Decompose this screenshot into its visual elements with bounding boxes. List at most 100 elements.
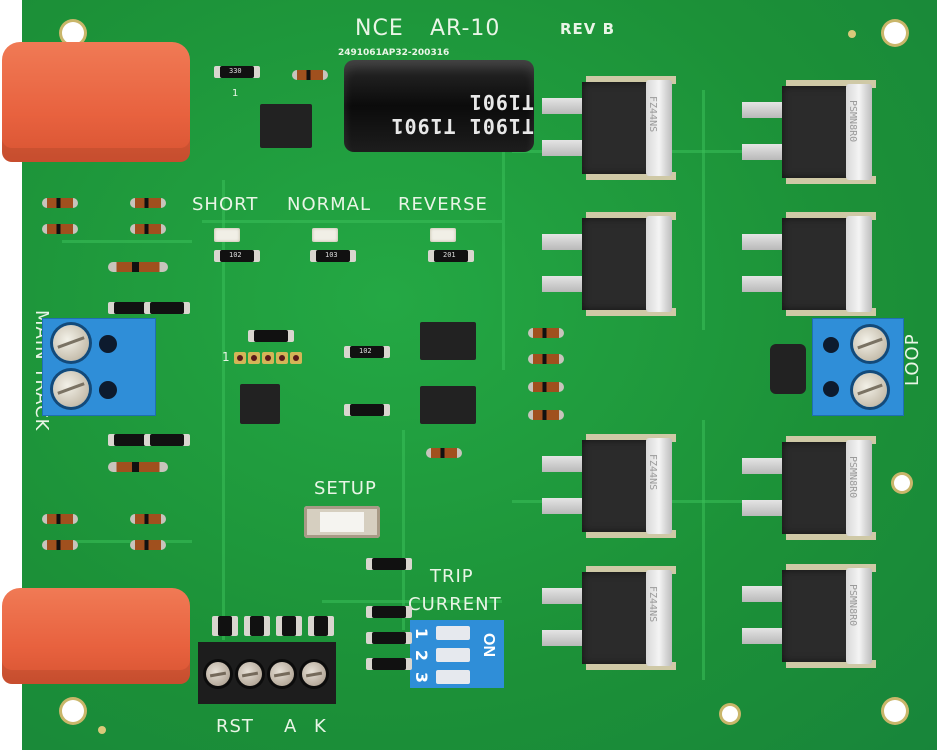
resistor: 330 — [220, 66, 254, 78]
diode — [130, 224, 166, 234]
dip-position-3-label: 3 — [412, 671, 432, 684]
k-label: K — [314, 716, 327, 737]
programming-header-pin — [276, 352, 288, 364]
resistor — [250, 616, 264, 636]
mosfet-8: PSMN8R0 — [742, 564, 876, 668]
dip-position-2-label: 2 — [412, 649, 432, 662]
mosfet-marking: PSMN8R0 — [847, 100, 858, 143]
terminal-screw[interactable] — [53, 325, 89, 361]
mounting-hole-mid-right — [894, 475, 910, 491]
resistor — [314, 616, 328, 636]
mosfet-6: PSMN8R0 — [742, 436, 876, 540]
resistor — [372, 558, 406, 570]
resistor — [372, 606, 406, 618]
programming-header-pin — [234, 352, 246, 364]
mosfet-4 — [742, 212, 876, 316]
mounting-hole-top-left — [62, 22, 84, 44]
terminal-screw[interactable] — [53, 371, 89, 407]
wire-entry — [823, 337, 839, 353]
terminal-screw[interactable] — [853, 373, 887, 407]
dip-toggle-2[interactable] — [436, 648, 470, 662]
diode — [108, 262, 168, 272]
terminal-screw[interactable] — [270, 662, 294, 686]
terminal-screw[interactable] — [853, 327, 887, 361]
led-label-normal: NORMAL — [287, 194, 372, 215]
resistor: 102 — [350, 346, 384, 358]
diode — [528, 382, 564, 392]
electrolytic-capacitor: T1901 T1901 T1901 — [344, 60, 534, 152]
diode — [292, 70, 328, 80]
setup-button[interactable] — [304, 506, 380, 538]
programming-header-pin — [290, 352, 302, 364]
mounting-hole-bottom-right — [884, 700, 906, 722]
led-normal — [312, 228, 338, 242]
mosfet-marking: PSMN8R0 — [847, 456, 858, 499]
diode — [528, 328, 564, 338]
resistor — [282, 616, 296, 636]
trace — [512, 150, 872, 153]
optocoupler-1 — [420, 322, 476, 360]
mosfet-3 — [542, 212, 676, 316]
trace — [222, 180, 225, 640]
dip-on-label: ON — [480, 633, 497, 657]
wire-entry — [823, 381, 839, 397]
mosfet-1: FZ44NS — [542, 76, 676, 180]
terminal-screw[interactable] — [302, 662, 326, 686]
dip-toggle-1[interactable] — [436, 626, 470, 640]
resistor — [114, 434, 148, 446]
current-sense-toroid-top — [2, 42, 190, 162]
resistor-code: 102 — [359, 347, 372, 355]
programming-header-pin — [262, 352, 274, 364]
resistor — [254, 330, 288, 342]
diode — [42, 198, 78, 208]
dip-toggle-3[interactable] — [436, 670, 470, 684]
resistor — [372, 632, 406, 644]
terminal-screw[interactable] — [206, 662, 230, 686]
mosfet-marking: FZ44NS — [647, 586, 658, 623]
trace — [502, 90, 505, 370]
trace — [62, 540, 192, 543]
resistor — [372, 658, 406, 670]
main-track-terminal[interactable] — [42, 318, 156, 416]
mosfet-marking: FZ44NS — [647, 96, 658, 133]
capacitor-marking: T1901 T1901 T1901 — [390, 90, 534, 138]
dip-position-1-label: 1 — [412, 627, 432, 640]
mosfet-2: PSMN8R0 — [742, 80, 876, 184]
mounting-hole-bottom-mid — [722, 706, 738, 722]
via — [98, 726, 106, 734]
ic-pin1-marker: 1 — [232, 88, 240, 99]
diode — [528, 410, 564, 420]
trace — [702, 90, 705, 330]
lot-code: 2491061AP32-200316 — [338, 48, 450, 58]
loop-terminal[interactable] — [812, 318, 904, 416]
resistor-code: 201 — [443, 251, 456, 259]
wire-entry — [99, 335, 117, 353]
terminal-screw[interactable] — [238, 662, 262, 686]
diode — [42, 224, 78, 234]
resistor — [114, 302, 148, 314]
revision-label: REV B — [560, 20, 616, 38]
brand-label: NCE — [355, 16, 404, 41]
diode — [130, 540, 166, 550]
diode — [42, 514, 78, 524]
a-label: A — [284, 716, 298, 737]
rst-label: RST — [216, 716, 254, 737]
resistor-code: 103 — [325, 251, 338, 259]
resistor — [150, 434, 184, 446]
trip-current-dip-switch[interactable]: 1 2 3 ON — [410, 620, 504, 688]
mosfet-marking: FZ44NS — [647, 454, 658, 491]
rst-a-k-terminal[interactable] — [198, 642, 336, 704]
resistor — [350, 404, 384, 416]
diode — [426, 448, 462, 458]
resistor-normal: 103 — [316, 250, 350, 262]
trace — [402, 430, 405, 630]
soic8-ic — [260, 104, 312, 148]
diode — [108, 462, 168, 472]
current-label: CURRENT — [408, 594, 502, 615]
trace — [512, 500, 852, 503]
led-label-short: SHORT — [192, 194, 259, 215]
mosfet-marking: PSMN8R0 — [847, 584, 858, 627]
led-label-reverse: REVERSE — [398, 194, 488, 215]
mounting-hole-top-right — [884, 22, 906, 44]
diode — [130, 198, 166, 208]
